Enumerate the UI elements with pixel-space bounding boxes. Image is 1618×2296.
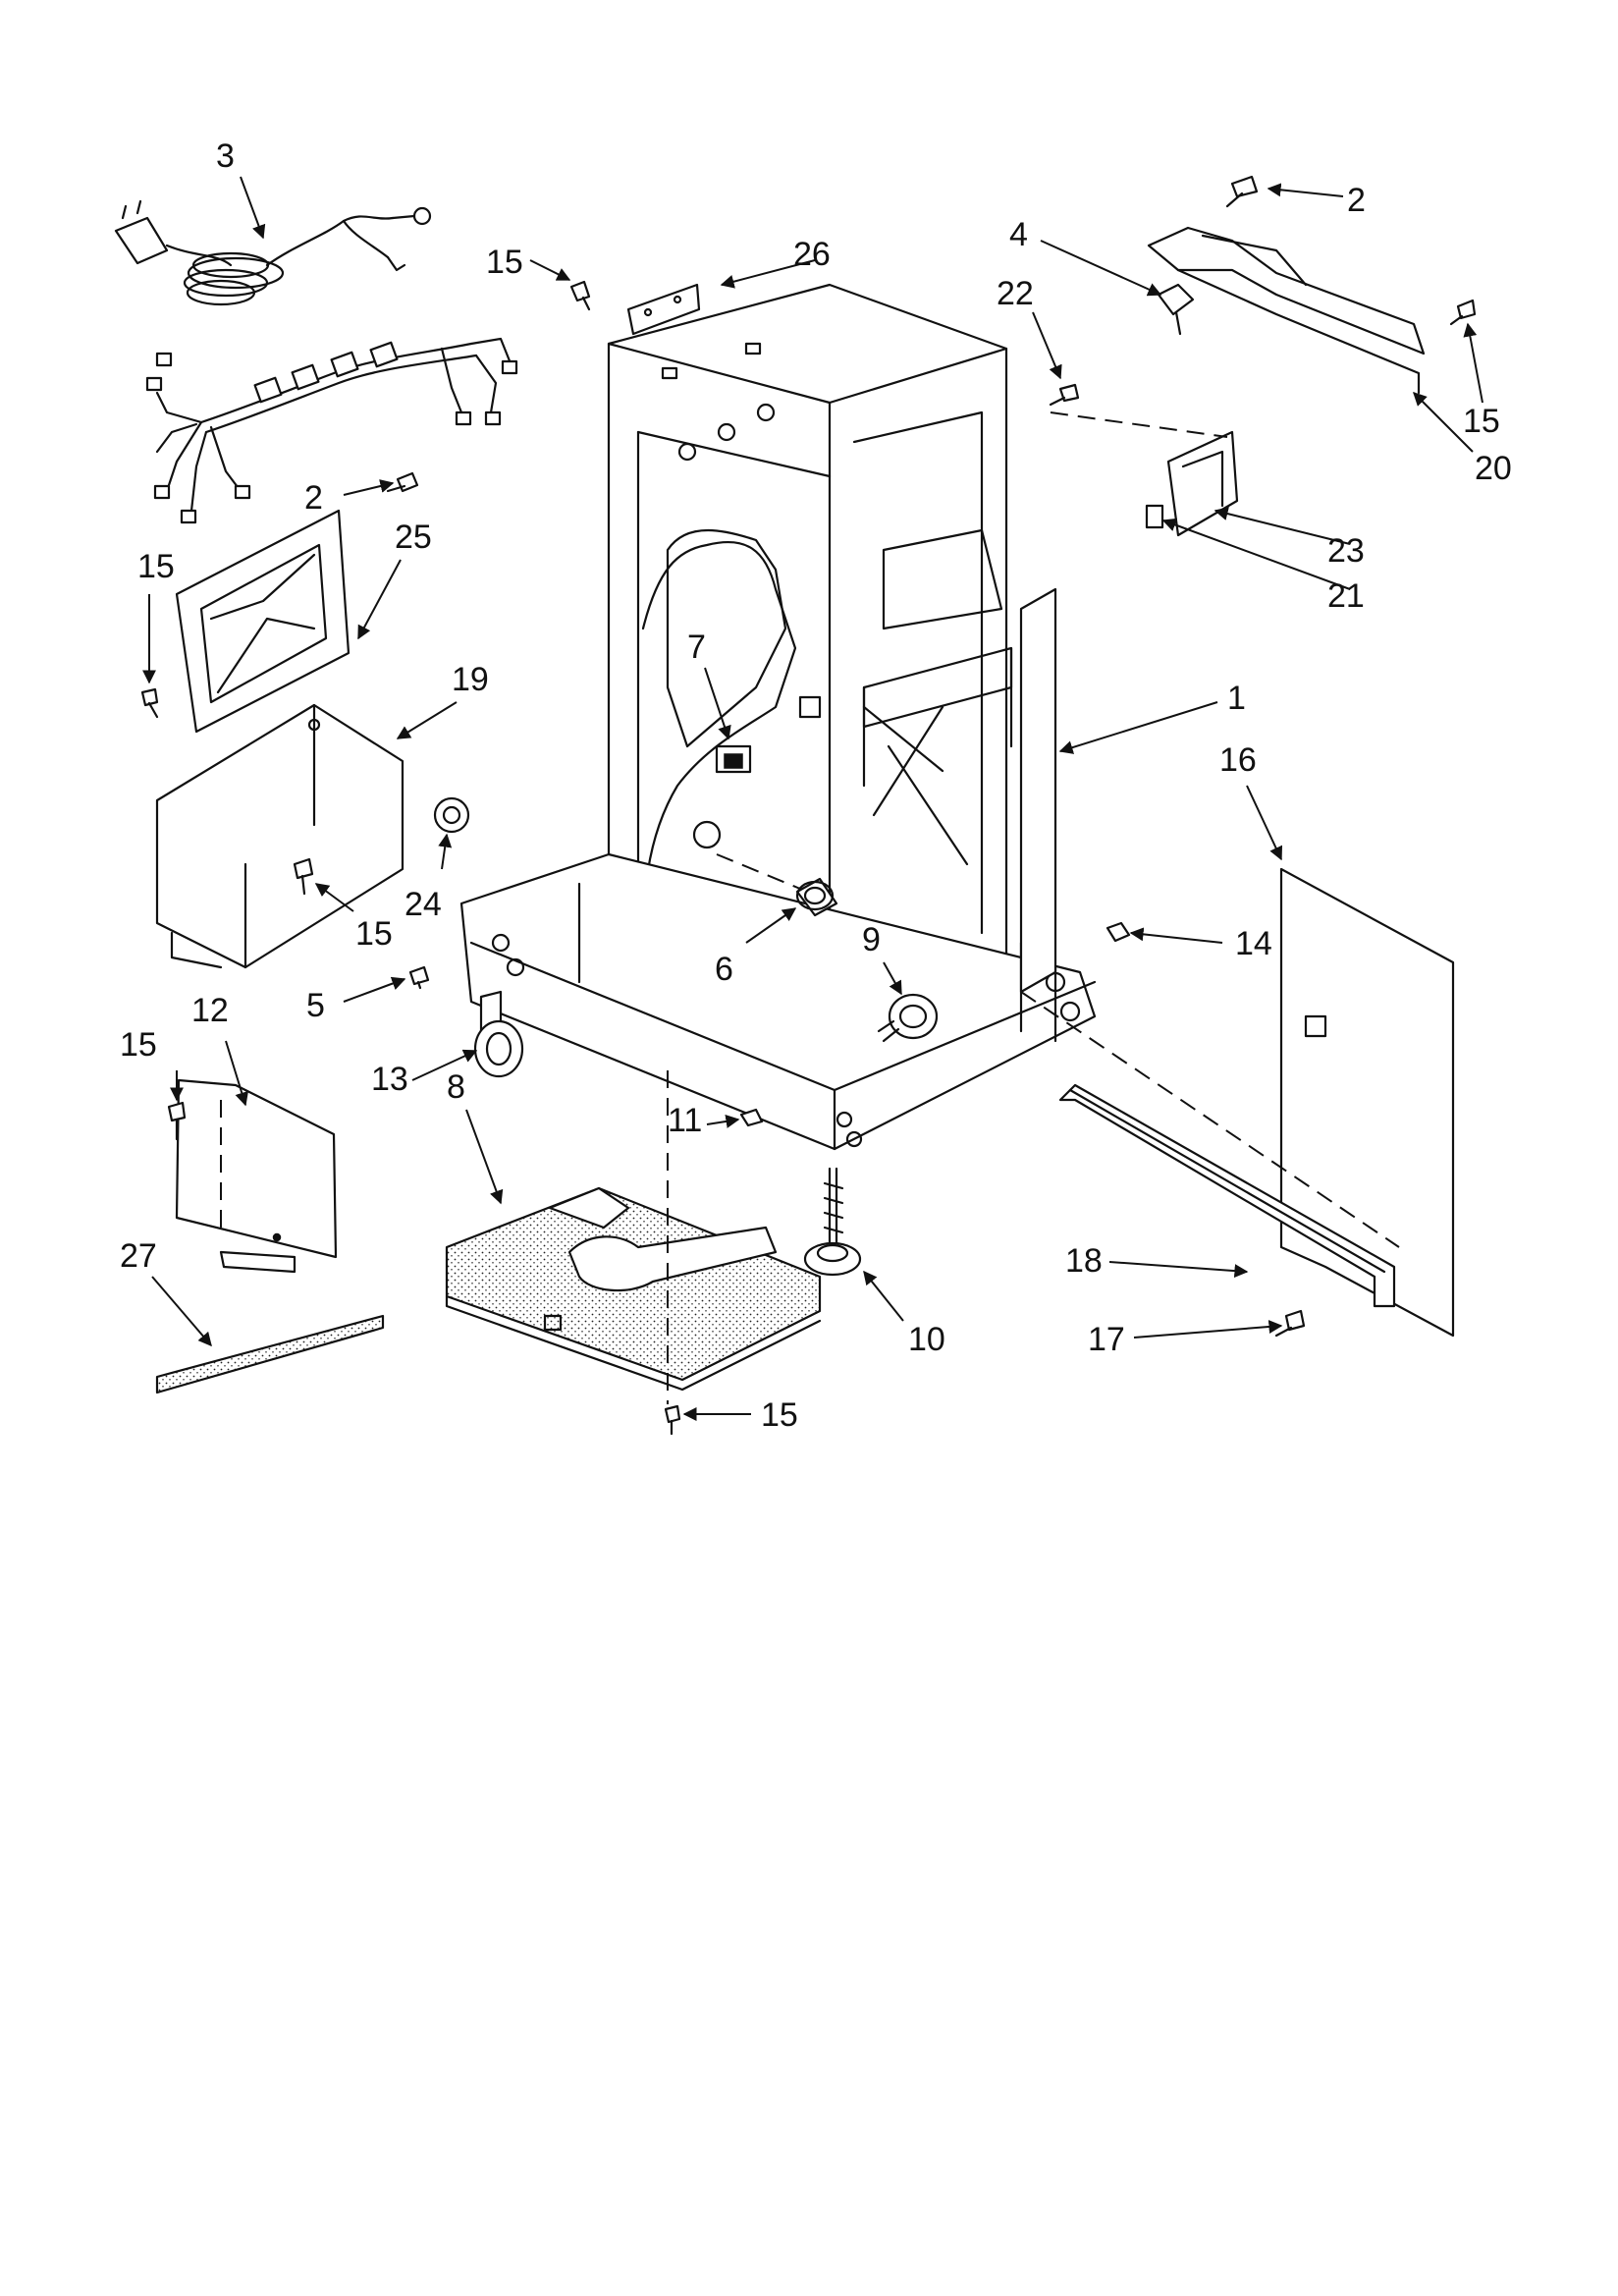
callout-15: 15 <box>120 1026 157 1064</box>
callout-2: 2 <box>1347 182 1366 219</box>
callout-15: 15 <box>486 244 523 281</box>
cabinet-frame-part <box>459 283 1097 1151</box>
clip-part <box>1157 283 1195 336</box>
bumper-part <box>795 877 838 917</box>
callout-26: 26 <box>793 236 831 273</box>
callout-7: 7 <box>687 629 706 666</box>
callout-16: 16 <box>1219 741 1257 779</box>
power-cord-part <box>114 199 432 306</box>
leader-arrows <box>142 176 1483 1421</box>
callout-14: 14 <box>1235 925 1272 962</box>
callout-15: 15 <box>761 1396 798 1434</box>
foam-strip-part <box>155 1314 385 1394</box>
callout-23: 23 <box>1327 532 1365 570</box>
callout-20: 20 <box>1475 450 1512 487</box>
top-rail-part <box>1147 226 1426 395</box>
callout-2: 2 <box>304 479 323 517</box>
callout-24: 24 <box>404 886 442 923</box>
caster-part <box>473 990 524 1078</box>
screw-icon <box>140 175 1477 1436</box>
callout-10: 10 <box>908 1321 945 1358</box>
access-panel-part <box>175 509 351 734</box>
callout-25: 25 <box>395 519 432 556</box>
callout-19: 19 <box>452 661 489 698</box>
callout-15: 15 <box>1463 403 1500 440</box>
grommet-part <box>433 796 470 834</box>
bracket-switch-part <box>1145 430 1239 537</box>
callout-9: 9 <box>862 921 881 958</box>
bottom-rail-part <box>1058 1083 1396 1308</box>
callout-22: 22 <box>997 275 1034 312</box>
callout-6: 6 <box>715 951 733 988</box>
shield-part <box>175 1078 338 1274</box>
leveling-leg-part <box>803 1167 862 1277</box>
callout-15: 15 <box>355 915 393 953</box>
callout-12: 12 <box>191 992 229 1029</box>
callout-21: 21 <box>1327 577 1365 615</box>
foam-base-part <box>445 1186 822 1392</box>
callout-3: 3 <box>216 137 235 175</box>
callout-18: 18 <box>1065 1242 1103 1280</box>
callout-15: 15 <box>137 548 175 585</box>
top-bracket-part <box>626 283 701 336</box>
callout-8: 8 <box>447 1068 465 1106</box>
callout-5: 5 <box>306 987 325 1024</box>
callout-17: 17 <box>1088 1321 1125 1358</box>
callout-4: 4 <box>1009 216 1028 253</box>
wire-harness-part <box>145 337 518 524</box>
drive-unit-part <box>877 993 939 1043</box>
switch-part <box>715 744 752 774</box>
callout-1: 1 <box>1227 680 1246 717</box>
callout-13: 13 <box>371 1061 408 1098</box>
callout-11: 11 <box>668 1102 702 1139</box>
callout-27: 27 <box>120 1237 157 1275</box>
callouts: 3 2 2 15 26 4 22 15 20 23 21 15 25 19 7 … <box>120 137 1512 1434</box>
alignment-dashes <box>220 411 1400 1404</box>
